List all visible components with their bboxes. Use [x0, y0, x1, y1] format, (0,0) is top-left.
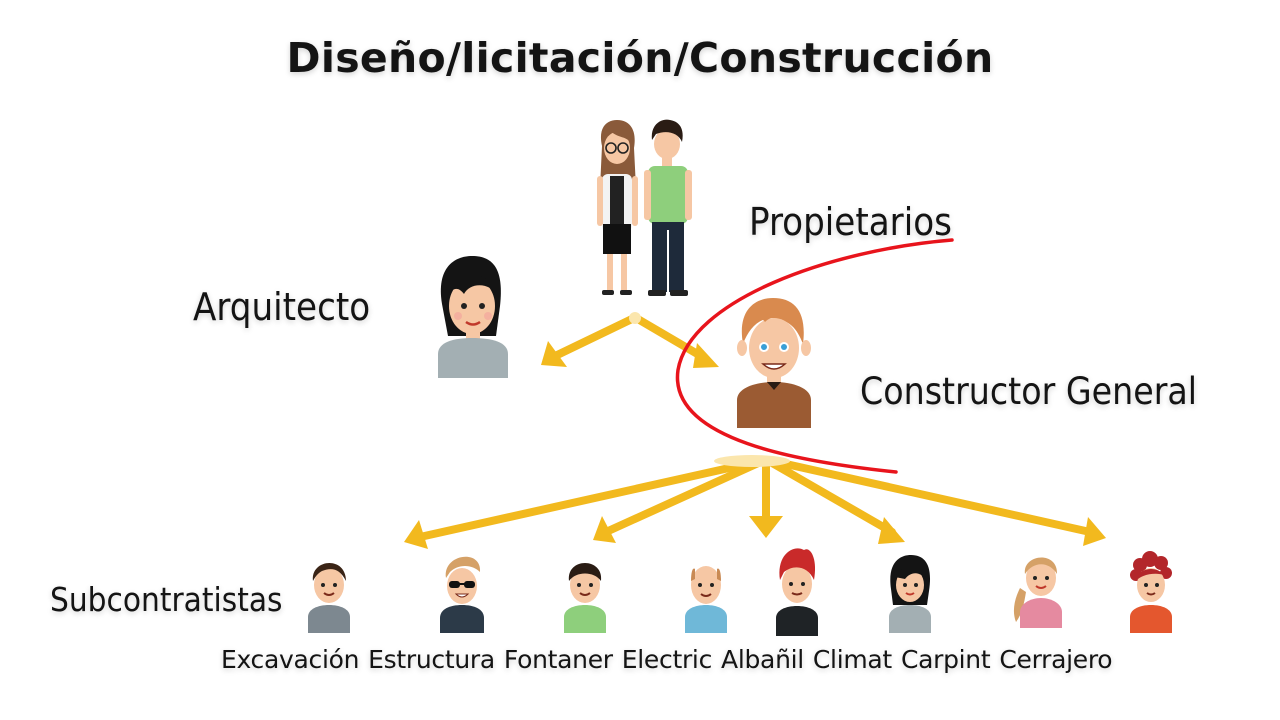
arrow-owners-to-architect: [541, 314, 638, 367]
bald-worker-icon: [685, 566, 727, 633]
trade-label: Fontaner: [503, 645, 613, 674]
trade-label: Carpint: [900, 645, 991, 674]
trade-label: Albañil: [721, 645, 804, 674]
worker-icon: [308, 562, 350, 633]
arrow-origin-contractor: [714, 455, 790, 467]
trade-label: Climat: [812, 645, 892, 674]
general-contractor-label: Constructor General: [860, 370, 1198, 413]
owners-icon: [597, 119, 692, 296]
arrow-to-sub-3: [749, 456, 783, 538]
arrow-to-sub-5: [764, 456, 1106, 546]
architect-icon: [438, 256, 508, 378]
ponytail-worker-icon: [1013, 557, 1062, 628]
woman-worker-icon: [889, 555, 931, 633]
page-title: Diseño/licitación/Construcción: [286, 34, 994, 82]
arrow-to-sub-2: [593, 456, 769, 543]
arrow-owners-to-contractor: [632, 314, 719, 368]
trade-label: Electric: [621, 645, 713, 674]
redhead-worker-icon: [776, 548, 818, 636]
highlight-curve: [675, 238, 954, 474]
arrow-origin-owners: [629, 312, 641, 324]
subcontractors-label: Subcontratistas: [50, 580, 283, 619]
architect-label: Arquitecto: [193, 285, 371, 329]
trade-label: Estructura: [368, 645, 495, 674]
arrow-to-sub-1: [404, 456, 769, 549]
owners-label: Propietarios: [749, 200, 952, 244]
curly-worker-icon: [1130, 551, 1172, 633]
trades-row: Excavación Estructura Fontaner Electric Alba…: [221, 645, 1121, 674]
sunglasses-worker-icon: [440, 556, 484, 633]
trade-label: Excavación: [221, 645, 360, 674]
worker-icon: [564, 563, 606, 633]
general-contractor-icon: [737, 298, 811, 428]
arrow-to-sub-4: [763, 456, 905, 544]
trade-label: Cerrajero: [999, 645, 1113, 674]
